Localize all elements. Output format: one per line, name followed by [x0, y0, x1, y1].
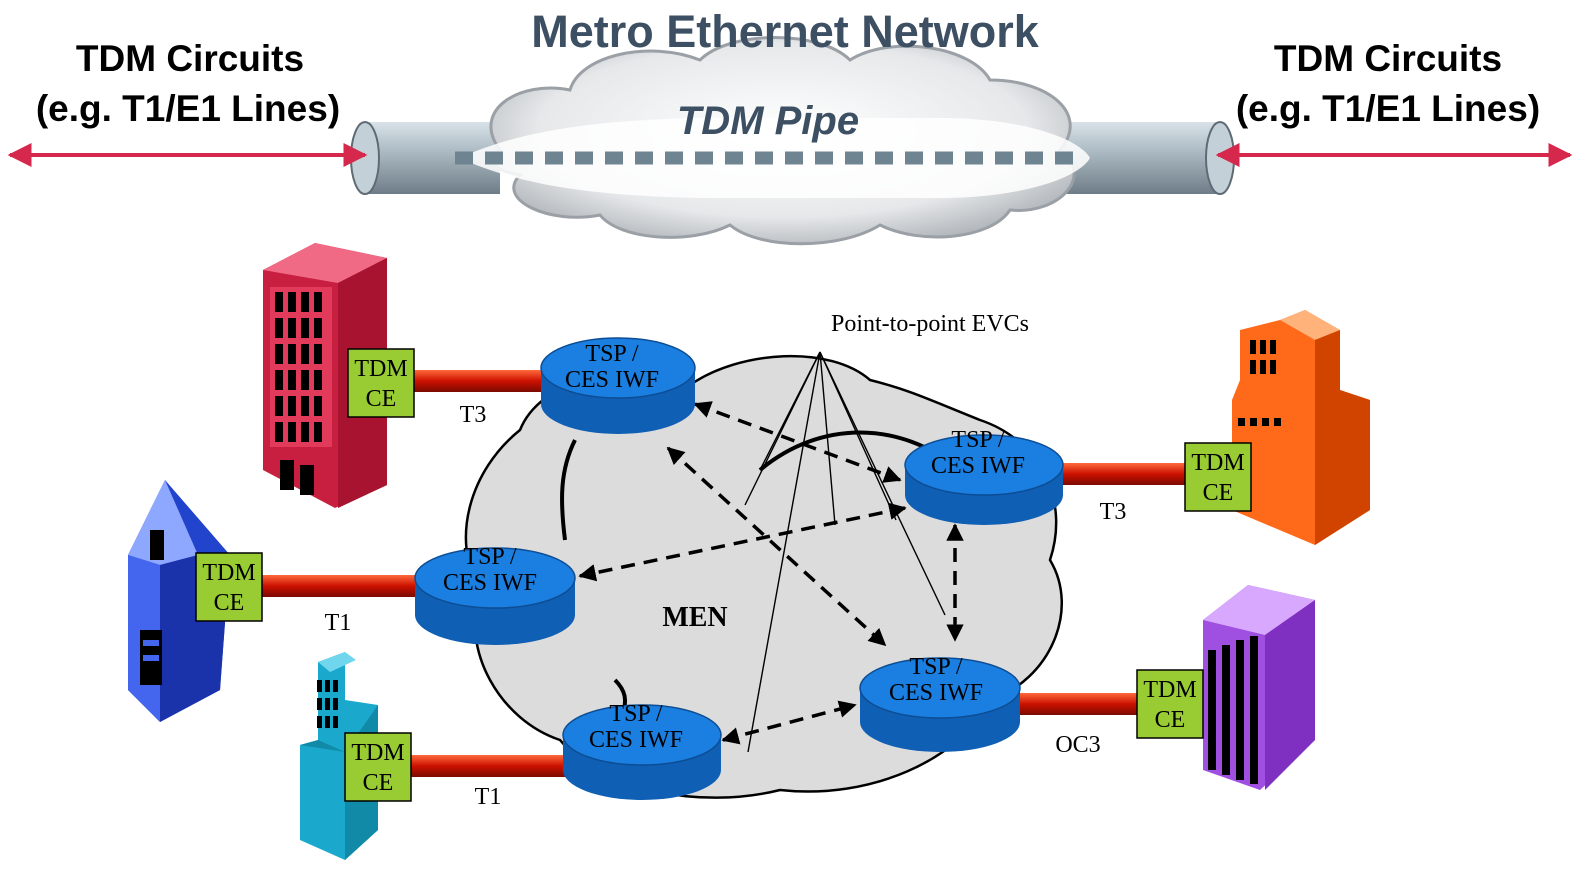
tdm-circuits-right: TDM Circuits (e.g. T1/E1 Lines) — [1215, 38, 1573, 167]
link-top-left — [405, 370, 555, 392]
iwf-node-top-right: TSP / CES IWF — [904, 427, 1064, 525]
ce-label-line2: CE — [214, 590, 245, 616]
link-labels: T3 T1 T1 T3 OC3 — [325, 402, 1127, 810]
iwf-label-line2: CES IWF — [589, 727, 683, 753]
evc-arrow-tl-br — [666, 446, 887, 647]
ce-label-line1: TDM — [1191, 450, 1244, 476]
pipe-inner-opening — [460, 118, 1090, 198]
ce-boxes: TDM CE TDM CE TDM CE TDM CE TDM CE — [195, 348, 1252, 802]
link-label-top-left: T3 — [460, 402, 487, 428]
evc-label: Point-to-point EVCs — [831, 311, 1029, 337]
ce-label-line1: TDM — [351, 740, 404, 766]
ce-bottom-right: TDM CE — [1136, 669, 1204, 739]
iwf-node-mid-left: TSP / CES IWF — [414, 544, 576, 645]
iwf-node-top-left: TSP / CES IWF — [540, 337, 696, 434]
iwf-label-line1: TSP / — [463, 544, 516, 570]
link-bottom-left — [400, 755, 572, 777]
ce-mid-left: TDM CE — [195, 552, 263, 622]
building-top-right-icon — [1232, 310, 1370, 545]
iwf-label-line2: CES IWF — [443, 570, 537, 596]
evc-dashed-arrows — [578, 401, 964, 745]
ce-label-line1: TDM — [1143, 677, 1196, 703]
ce-label-line2: CE — [366, 386, 397, 412]
iwf-node-bottom-left: TSP / CES IWF — [562, 701, 722, 800]
link-mid-left — [258, 575, 423, 597]
tdm-circuits-left: TDM Circuits (e.g. T1/E1 Lines) — [7, 38, 368, 167]
link-label-bottom-right: OC3 — [1055, 732, 1100, 758]
link-label-bottom-left: T1 — [475, 784, 502, 810]
ce-label-line1: TDM — [354, 356, 407, 382]
diagram-title: Metro Ethernet Network — [531, 6, 1040, 57]
ce-top-right: TDM CE — [1184, 442, 1252, 512]
iwf-nodes: TSP / CES IWF TSP / CES IWF TSP / CES IW… — [414, 337, 1064, 800]
iwf-label-line2: CES IWF — [565, 367, 659, 393]
iwf-label-line1: TSP / — [609, 701, 662, 727]
ce-label-line2: CE — [1155, 707, 1186, 733]
men-label: MEN — [662, 602, 727, 633]
link-label-mid-left: T1 — [325, 610, 352, 636]
evc-arrow-tl-tr — [693, 401, 902, 483]
link-label-top-right: T3 — [1100, 499, 1127, 525]
iwf-label-line1: TSP / — [585, 341, 638, 367]
iwf-label-line1: TSP / — [951, 427, 1004, 453]
building-top-left-icon — [263, 243, 387, 508]
tdm-right-line1: TDM Circuits — [1274, 38, 1502, 79]
tdm-pipe-illustration: TDM Pipe Metro Ethernet Network — [350, 6, 1235, 246]
pipe-label: TDM Pipe — [677, 99, 859, 143]
ce-label-line2: CE — [363, 770, 394, 796]
ce-label-line2: CE — [1203, 480, 1234, 506]
iwf-node-bottom-right: TSP / CES IWF — [859, 654, 1021, 752]
ce-top-left: TDM CE — [347, 348, 415, 418]
tdm-left-line1: TDM Circuits — [76, 38, 304, 79]
iwf-label-line2: CES IWF — [931, 453, 1025, 479]
iwf-label-line2: CES IWF — [889, 680, 983, 706]
link-bottom-right — [1012, 693, 1142, 715]
link-top-right — [1055, 463, 1190, 485]
iwf-label-line1: TSP / — [909, 654, 962, 680]
tdm-right-line2: (e.g. T1/E1 Lines) — [1236, 88, 1540, 129]
ce-bottom-left: TDM CE — [344, 732, 412, 802]
access-links — [258, 370, 1190, 777]
building-bottom-right-icon — [1203, 585, 1315, 790]
tdm-left-line2: (e.g. T1/E1 Lines) — [36, 88, 340, 129]
ce-label-line1: TDM — [202, 560, 255, 586]
